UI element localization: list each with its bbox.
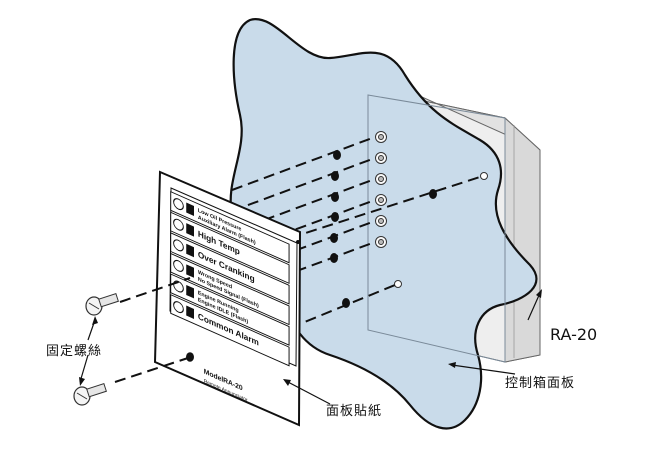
screws-label: 固定螺絲 bbox=[46, 344, 103, 359]
leader-arrowheads bbox=[79, 289, 542, 386]
engine-crank-icon bbox=[186, 243, 195, 258]
screw-lower bbox=[73, 383, 107, 406]
led-window bbox=[173, 239, 184, 252]
led-window bbox=[173, 301, 184, 314]
sticker-screw-hole-lower bbox=[186, 352, 194, 362]
thermometer-icon bbox=[186, 223, 195, 237]
control-box-panel-label: 控制箱面板 bbox=[505, 376, 576, 391]
sticker-screw-hole-upper bbox=[296, 240, 300, 244]
oil-can-icon bbox=[186, 202, 195, 217]
led-window bbox=[173, 259, 184, 272]
engine-idle-icon bbox=[186, 284, 195, 299]
screw-upper bbox=[85, 293, 119, 316]
intermediate-dots bbox=[330, 150, 437, 308]
exclamation-icon bbox=[186, 305, 195, 320]
led-window bbox=[173, 198, 184, 211]
speed-icon bbox=[186, 264, 195, 278]
model-label: RA-20 bbox=[550, 325, 598, 344]
led-mount-holes bbox=[375, 131, 387, 248]
screw-hole-upper bbox=[480, 172, 488, 180]
sticker-label: 面板貼紙 bbox=[326, 404, 383, 419]
alignment-dashes-rear bbox=[231, 136, 481, 329]
screw-hole-lower bbox=[394, 280, 402, 288]
alignment-dashes-front bbox=[114, 277, 191, 383]
led-window bbox=[173, 218, 184, 231]
